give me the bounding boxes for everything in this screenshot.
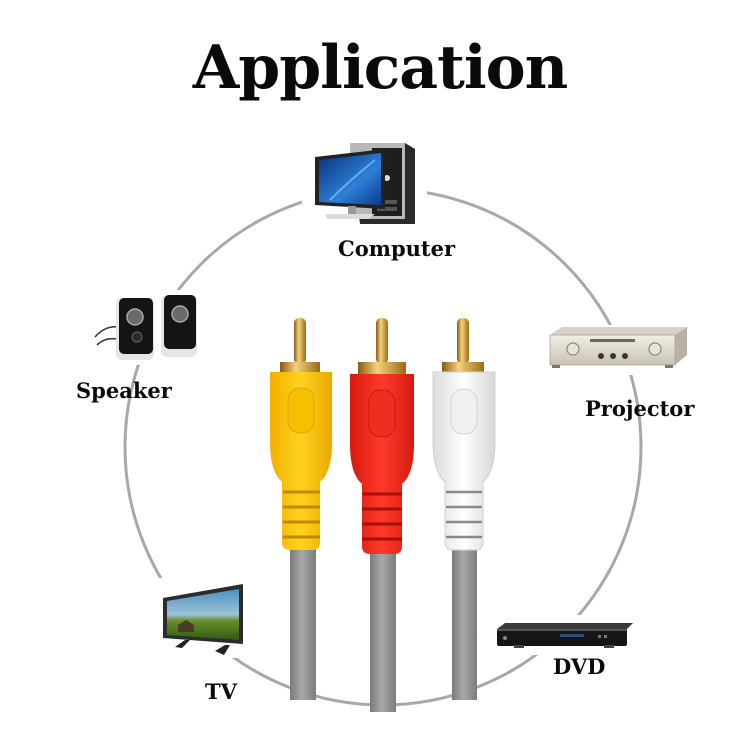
- white-rca-plug: [432, 318, 496, 551]
- computer-icon: [315, 143, 415, 224]
- tv-label: TV: [205, 679, 237, 704]
- amplifier-icon: [549, 327, 687, 368]
- dvd-label: DVD: [553, 654, 606, 679]
- white-cable: [452, 548, 477, 700]
- computer-label: Computer: [338, 236, 456, 261]
- page-title: Application: [192, 33, 569, 103]
- red-cable: [370, 552, 396, 712]
- red-rca-plug: [350, 318, 414, 554]
- dvd-player-icon: [497, 623, 633, 648]
- speaker-icon: [94, 295, 197, 360]
- projector-label: Projector: [585, 396, 695, 421]
- yellow-rca-plug: [270, 318, 332, 550]
- tv-icon: [163, 584, 243, 655]
- yellow-cable: [290, 548, 316, 700]
- speaker-label: Speaker: [76, 378, 172, 403]
